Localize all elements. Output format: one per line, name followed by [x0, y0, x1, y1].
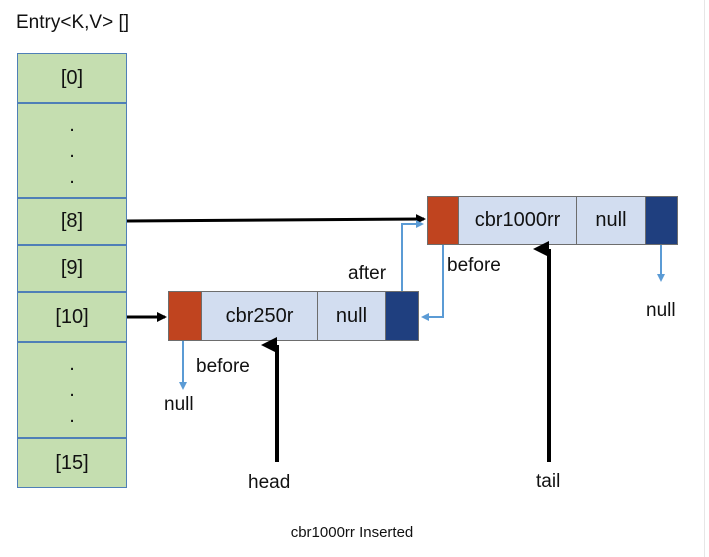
head-label: head: [248, 472, 291, 493]
dot: .: [69, 165, 75, 188]
bucket-gap-1: [17, 103, 127, 198]
array-title: Entry<K,V> []: [16, 12, 129, 33]
bucket-15: [15]: [17, 438, 127, 488]
bucket-0: [0]: [17, 53, 127, 103]
null-label-cbr1000rr: null: [646, 300, 676, 321]
node-cbr1000rr-value: null: [576, 196, 646, 245]
node-cbr250r-after-pointer: [385, 291, 419, 341]
bucket-10: [10]: [17, 292, 127, 342]
bucket-gap-1-dots: . . .: [17, 103, 127, 198]
node-cbr250r-value: null: [317, 291, 386, 341]
node-cbr250r-before-pointer: [168, 291, 202, 341]
bucket-gap-2-dots: . . .: [17, 342, 127, 438]
link-bucket8-to-cbr1000rr: [126, 214, 426, 225]
bucket-8: [8]: [17, 198, 127, 245]
dot: .: [69, 405, 75, 427]
tail-label: tail: [536, 471, 561, 492]
dot: .: [69, 139, 75, 162]
node-cbr1000rr-key: cbr1000rr: [458, 196, 577, 245]
figure-caption: cbr1000rr Inserted: [290, 524, 414, 541]
before-label-cbr1000rr: before: [447, 255, 501, 276]
bucket-gap-2: [17, 342, 127, 438]
node-cbr1000rr-after-pointer: [645, 196, 678, 245]
null-label-cbr250r: null: [164, 394, 194, 415]
after-label: after: [348, 263, 387, 284]
link-after-cbr250r: [401, 220, 424, 291]
before-label-cbr250r: before: [196, 356, 250, 377]
dot: .: [69, 113, 75, 136]
right-border-line: [704, 0, 705, 557]
dot: .: [69, 353, 75, 375]
dot: .: [69, 379, 75, 401]
link-before-cbr1000rr: [421, 245, 444, 321]
bucket-9: [9]: [17, 245, 127, 292]
